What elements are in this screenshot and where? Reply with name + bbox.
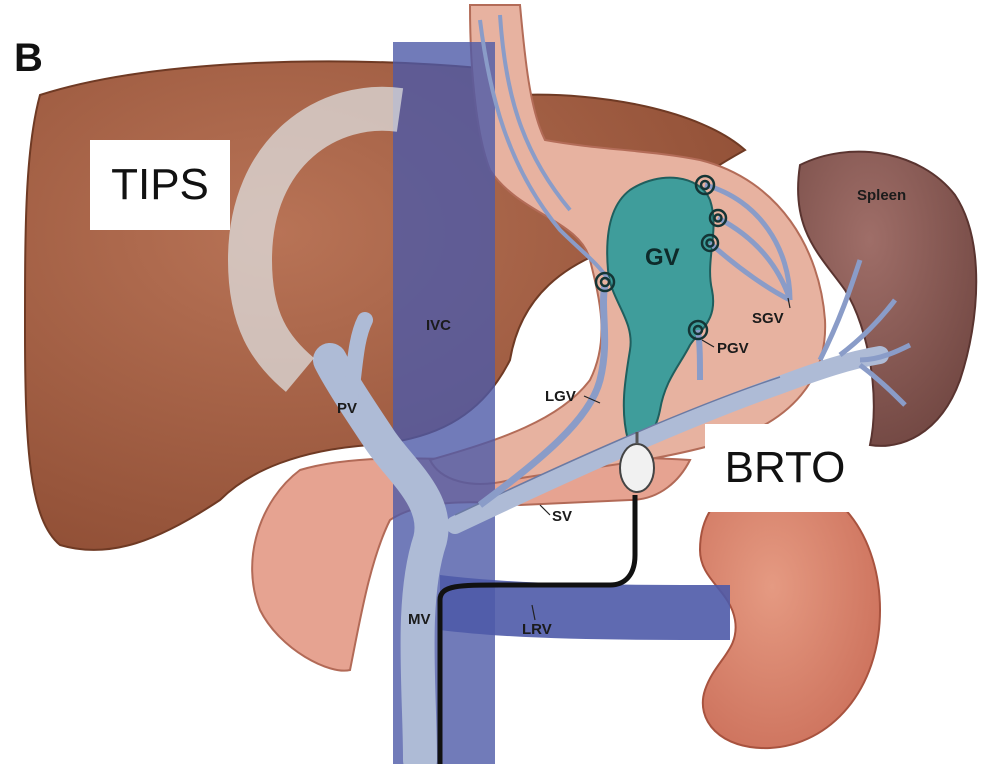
panel-letter: B (14, 36, 43, 81)
occlusion-balloon (620, 444, 654, 492)
tips-callout: TIPS (90, 140, 230, 230)
label-sgv: SGV (752, 310, 784, 327)
brto-callout: BRTO (705, 424, 865, 512)
label-pv: PV (337, 400, 357, 417)
posterior-gastric-vein (698, 330, 700, 380)
label-sv: SV (552, 508, 572, 525)
label-pgv: PGV (717, 340, 749, 357)
label-gv: GV (645, 244, 680, 271)
label-lrv: LRV (522, 621, 552, 638)
label-spleen: Spleen (857, 187, 906, 204)
label-lgv: LGV (545, 388, 576, 405)
label-ivc: IVC (426, 317, 451, 334)
label-mv: MV (408, 611, 431, 628)
